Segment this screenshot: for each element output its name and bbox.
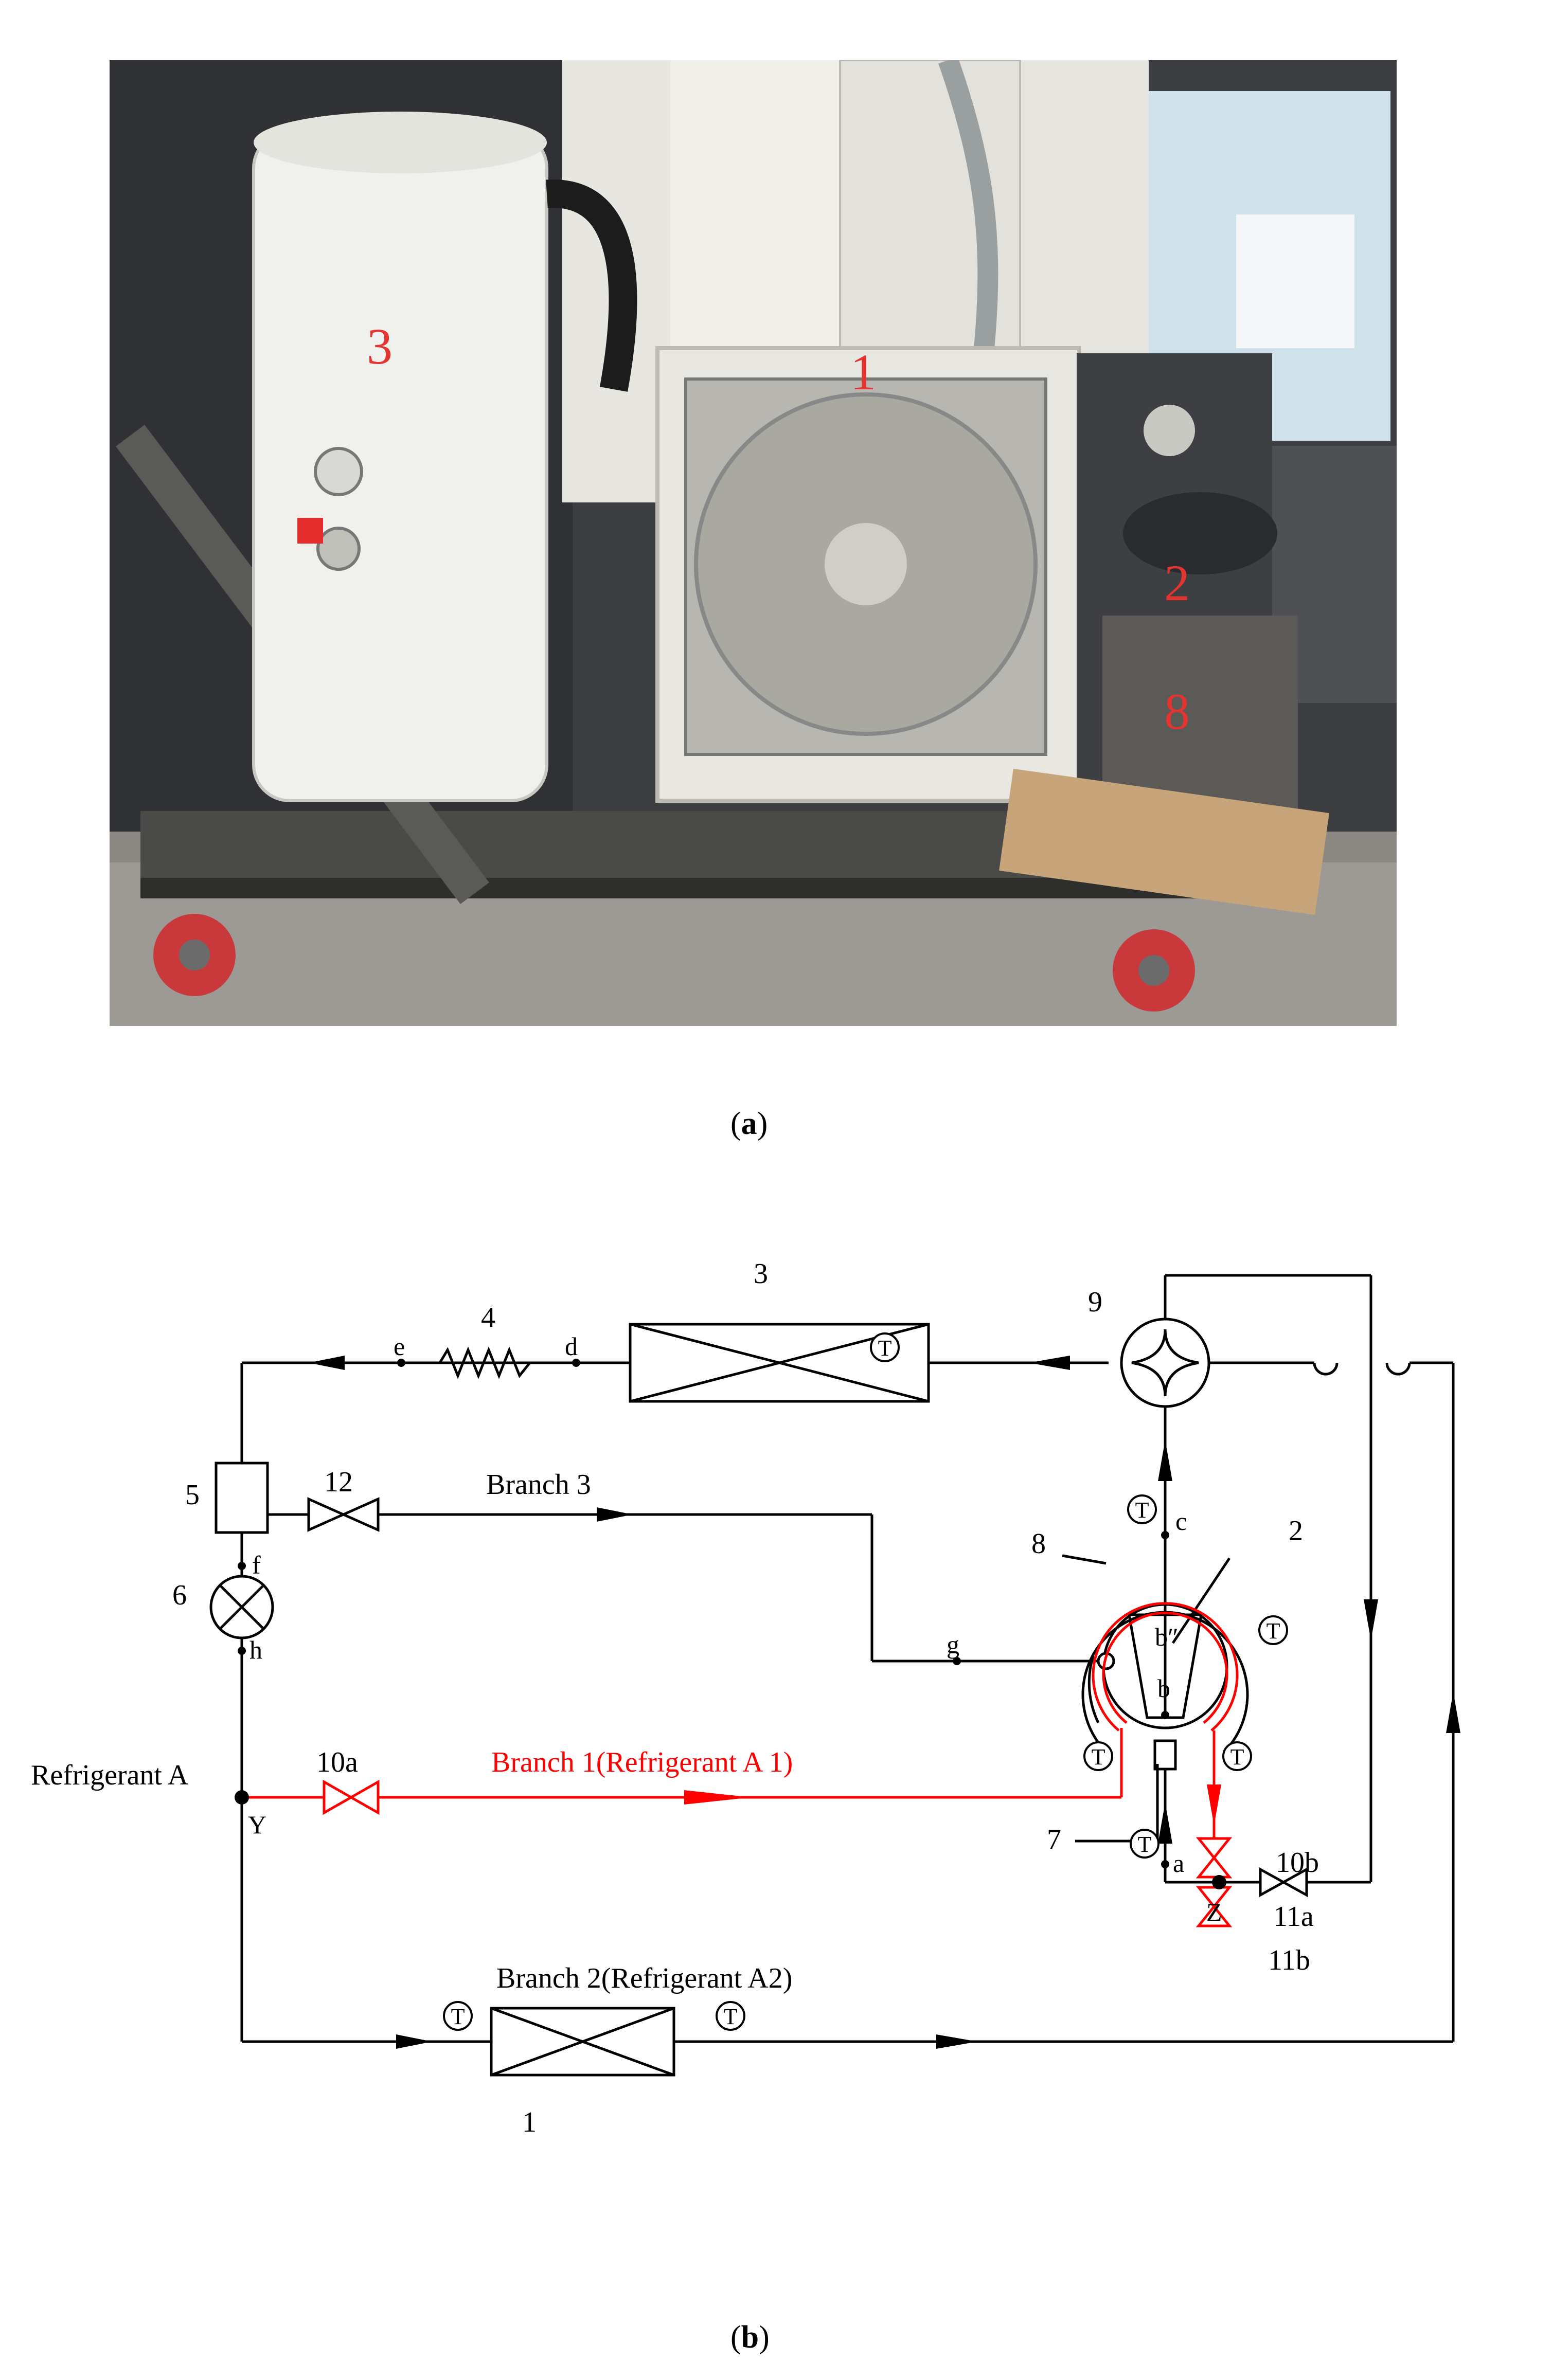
- point-b: b: [1157, 1674, 1170, 1703]
- point-g: g: [947, 1630, 959, 1659]
- point-a: a: [1173, 1849, 1184, 1878]
- photo-label-1: 1: [850, 344, 876, 401]
- label-8: 8: [1031, 1528, 1046, 1560]
- label-7: 7: [1047, 1824, 1061, 1855]
- point-Y: Y: [248, 1810, 266, 1839]
- label-6: 6: [172, 1579, 187, 1611]
- photo-label-2: 2: [1164, 554, 1190, 611]
- label-5: 5: [185, 1479, 200, 1511]
- photo-label-3: 3: [367, 318, 393, 375]
- point-h: h: [249, 1635, 262, 1664]
- point-b2: b″: [1155, 1622, 1179, 1651]
- point-e: e: [394, 1332, 405, 1361]
- test-rig-photo: 3 1 2 8: [110, 60, 1397, 1026]
- label-10a: 10a: [316, 1746, 358, 1778]
- label-9: 9: [1088, 1286, 1102, 1318]
- point-Z: Z: [1206, 1898, 1222, 1926]
- branch-2-label: Branch 2(Refrigerant A2): [496, 1962, 792, 1994]
- label-10b: 10b: [1276, 1847, 1319, 1879]
- water-tank: [252, 131, 548, 802]
- label-12: 12: [324, 1466, 353, 1498]
- branch-1-label: Branch 1(Refrigerant A 1): [491, 1746, 793, 1778]
- point-f: f: [252, 1550, 261, 1579]
- caption-b: (b): [730, 2320, 770, 2355]
- label-11a: 11a: [1273, 1901, 1314, 1933]
- label-3: 3: [754, 1258, 768, 1290]
- label-11b: 11b: [1268, 1944, 1310, 1976]
- refrigerant-label: Refrigerant A: [31, 1759, 189, 1791]
- label-1: 1: [522, 2106, 537, 2138]
- caption-a: (a): [730, 1106, 768, 1141]
- photo-label-8: 8: [1164, 683, 1190, 740]
- label-4: 4: [481, 1302, 495, 1333]
- branch-3-label: Branch 3: [486, 1469, 591, 1501]
- label-2: 2: [1289, 1515, 1303, 1547]
- refrigerant-circuit-schematic: T: [31, 1258, 1460, 2138]
- point-d: d: [565, 1332, 578, 1361]
- point-c: c: [1175, 1507, 1187, 1536]
